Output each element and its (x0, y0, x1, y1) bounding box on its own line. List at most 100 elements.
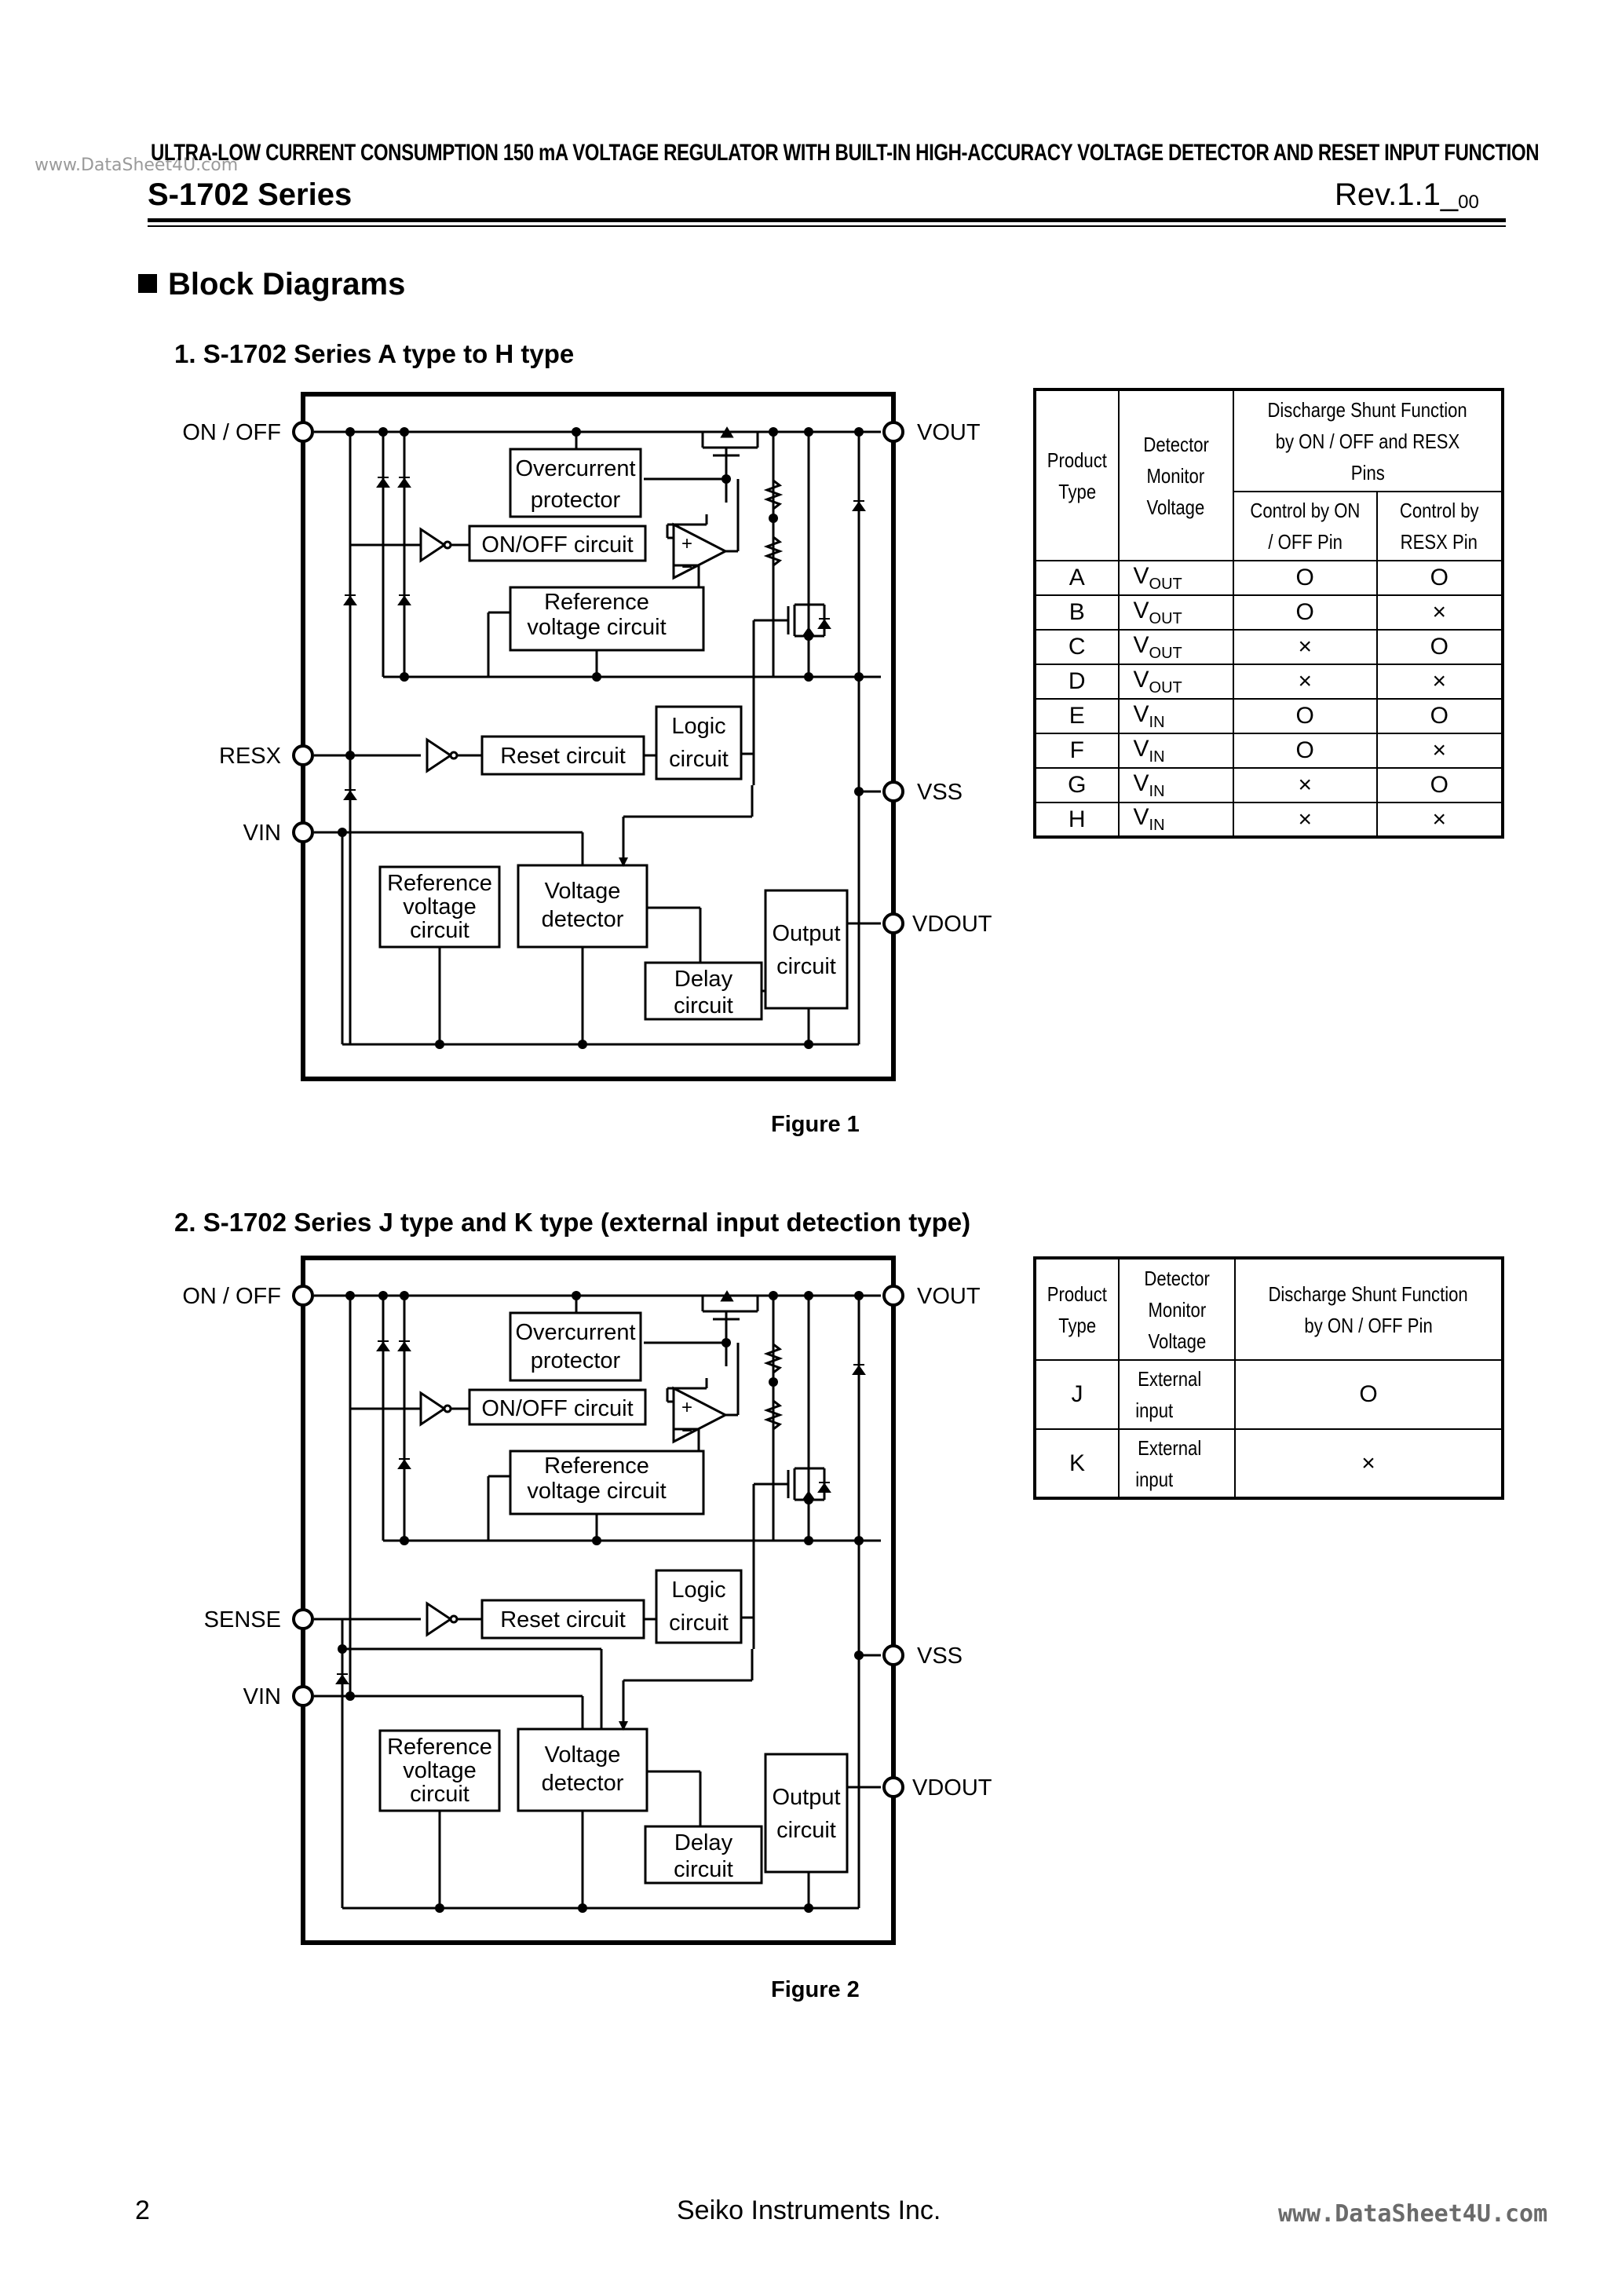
cell-onoff: × (1232, 664, 1378, 700)
block-label: Logic (671, 1578, 725, 1603)
block-label: Reference (544, 1453, 649, 1479)
th-control-onoff: Control by ON / OFF Pin (1232, 491, 1378, 561)
header-rule-thick (148, 218, 1506, 222)
cell-onoff: O (1232, 698, 1378, 734)
pin-label-onoff: ON / OFF (182, 1284, 281, 1309)
th-text: Discharge Shunt Function (1267, 397, 1468, 422)
th-text: Product (1047, 448, 1107, 472)
table-row: A VOUT O O (1034, 560, 1504, 596)
resx-schmitt-buffer (426, 737, 453, 773)
reference-voltage-block (378, 865, 501, 949)
th-text: by ON / OFF and RESX (1275, 429, 1460, 453)
block-label: voltage circuit (527, 615, 666, 640)
document-title: ULTRA-LOW CURRENT CONSUMPTION 150 mA VOL… (151, 140, 1540, 166)
cell-v: V (1133, 700, 1149, 727)
block-label: voltage circuit (527, 1479, 666, 1504)
table-row: C VOUT × O (1034, 629, 1504, 665)
cell-resx: O (1375, 767, 1504, 803)
cell-voltage: VIN (1117, 767, 1234, 803)
cell-type: G (1034, 767, 1120, 803)
onoff-circuit-block (468, 525, 647, 562)
cell-text: input (1135, 1467, 1174, 1491)
th-text: RESX Pin (1401, 530, 1478, 554)
block-label: circuit (674, 1857, 733, 1882)
delay-circuit-block (644, 961, 763, 1021)
cell-type: A (1034, 560, 1120, 596)
block-label: ON/OFF circuit (481, 1396, 633, 1421)
cell-type: J (1034, 1359, 1120, 1430)
th-text: Type (1058, 479, 1096, 503)
output-circuit-block (764, 889, 849, 1010)
cell-vsub: OUT (1149, 678, 1182, 696)
block-label: voltage (403, 894, 477, 919)
cell-resx: × (1375, 733, 1504, 769)
table-row: D VOUT × × (1034, 664, 1504, 700)
table-row: H VIN × × (1034, 802, 1504, 838)
cell-onoff: O (1232, 560, 1378, 596)
block-label: Delay (674, 1830, 733, 1855)
th-text: by ON / OFF Pin (1304, 1313, 1433, 1337)
cell-mark: × (1234, 1428, 1503, 1499)
cell-voltage: VOUT (1117, 560, 1234, 596)
cell-v: V (1133, 804, 1149, 830)
block-label: Output (772, 1785, 840, 1810)
cell-voltage: VOUT (1117, 629, 1234, 665)
th-text: / OFF Pin (1267, 530, 1343, 554)
th-text: Type (1058, 1313, 1096, 1337)
th-text: Control by ON (1250, 499, 1361, 522)
diagram1-heading: 1. S-1702 Series A type to H type (174, 339, 575, 368)
block-label: circuit (776, 1818, 836, 1843)
cell-vsub: IN (1149, 817, 1165, 834)
logic-circuit-block (655, 705, 743, 781)
block-diagram-2: ON / OFF SENSE VIN VOUT VSS VDOUT Overcu… (182, 1256, 992, 1945)
table-row: G VIN × O (1034, 767, 1504, 803)
block-label: circuit (669, 747, 729, 772)
pin-label-vdout: VDOUT (912, 912, 992, 937)
pin-vout (882, 421, 904, 443)
th-discharge: Discharge Shunt Function by ON / OFF and … (1232, 389, 1504, 492)
section-title: Block Diagrams (168, 267, 406, 302)
cell-voltage: VIN (1117, 698, 1234, 734)
pin-vin (292, 821, 314, 843)
cell-v: V (1133, 770, 1149, 796)
overcurrent-protector-block (509, 448, 642, 518)
cell-type: F (1034, 733, 1120, 769)
output-pmos (703, 426, 758, 457)
block-label: Reset circuit (500, 1607, 626, 1632)
th-text: Detector (1144, 1266, 1210, 1290)
pin-label-vin: VIN (243, 1684, 281, 1709)
block-label: protector (531, 488, 621, 513)
th-text: Discharge Shunt Function (1268, 1281, 1469, 1306)
th-text: Product (1047, 1281, 1108, 1306)
th-text: Voltage (1146, 495, 1205, 519)
cell-onoff: × (1232, 802, 1378, 838)
cell-onoff: O (1232, 733, 1378, 769)
block-label: voltage (403, 1758, 477, 1783)
opamp-plus: + (681, 533, 692, 554)
revision-main: Rev.1.1_ (1335, 177, 1459, 212)
pin-label-vss: VSS (917, 1643, 963, 1669)
th-discharge: Discharge Shunt Function by ON / OFF Pin (1234, 1257, 1503, 1361)
watermark-bottom: www.DataSheet4U.com (1278, 2200, 1548, 2228)
th-text: Monitor (1146, 463, 1205, 488)
header-rule-thin (148, 225, 1506, 227)
th-text: Pins (1350, 460, 1385, 484)
block-label: Voltage (545, 879, 621, 904)
pin-label-sense: SENSE (204, 1607, 281, 1632)
block-label: Reset circuit (500, 744, 626, 769)
cell-voltage: VIN (1117, 733, 1234, 769)
block-label: circuit (674, 993, 733, 1018)
cell-vsub: IN (1149, 782, 1165, 800)
cell-text: External (1138, 1367, 1202, 1391)
cell-type: B (1034, 594, 1120, 631)
pin-label-vout: VOUT (917, 420, 981, 445)
cell-vsub: IN (1149, 748, 1165, 766)
